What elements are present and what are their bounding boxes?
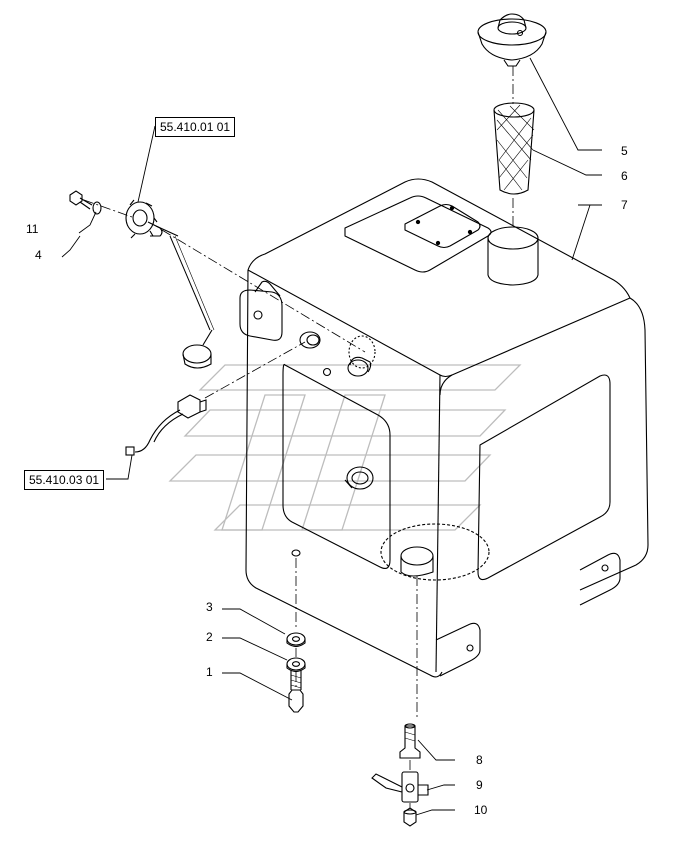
callout-1: 1 bbox=[206, 665, 213, 679]
callout-7: 7 bbox=[621, 198, 628, 212]
filler-cap bbox=[477, 13, 547, 67]
callout-9: 9 bbox=[476, 778, 483, 792]
fuel-tank bbox=[239, 178, 649, 678]
fuel-level-sender bbox=[125, 199, 215, 369]
callout-8: 8 bbox=[476, 753, 483, 767]
filler-strainer bbox=[493, 102, 535, 195]
leader-lines bbox=[61, 57, 602, 816]
reference-box-fuel-level-sender: 55.410.01 01 bbox=[155, 117, 236, 137]
callout-11: 11 bbox=[26, 222, 39, 236]
callout-10: 10 bbox=[474, 803, 488, 817]
fuel-sensor-cable bbox=[125, 394, 207, 456]
drain-tap-assembly bbox=[371, 723, 429, 827]
callout-5: 5 bbox=[621, 144, 628, 158]
reference-box-sensor-cable: 55.410.03 01 bbox=[24, 470, 105, 490]
bolt-and-washer bbox=[69, 190, 102, 215]
callout-3: 3 bbox=[206, 600, 213, 614]
callout-4: 4 bbox=[35, 248, 42, 262]
assembly-axes bbox=[83, 66, 514, 808]
callout-6: 6 bbox=[621, 169, 628, 183]
callout-2: 2 bbox=[206, 630, 213, 644]
watermark-logo bbox=[168, 364, 522, 531]
